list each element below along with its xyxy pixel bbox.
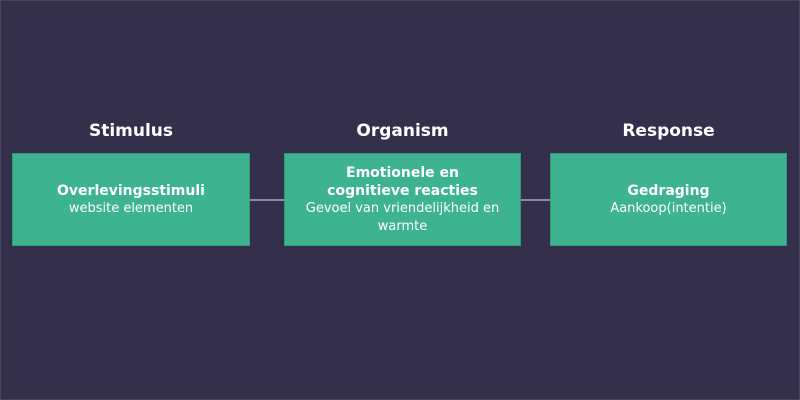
response-box-text: Aankoop(intentie)	[610, 200, 727, 216]
stimulus-box-text: website elementen	[68, 200, 194, 216]
response-box-title: Gedraging	[627, 182, 710, 199]
organism-heading: Organism	[356, 121, 449, 141]
response-heading: Response	[622, 121, 715, 141]
response-box: Gedraging Aankoop(intentie)	[550, 153, 787, 246]
stimulus-box-title: Overlevingsstimuli	[57, 182, 205, 199]
organism-box-title: Emotionele en cognitieve reacties	[327, 164, 478, 199]
stimulus-heading: Stimulus	[88, 121, 174, 141]
connector-organism-response	[521, 199, 550, 201]
organism-box: Emotionele en cognitieve reacties Gevoel…	[284, 153, 521, 246]
organism-box-text: Gevoel van vriendelijkheid en warmte	[305, 200, 500, 234]
stimulus-box: Overlevingsstimuli website elementen	[12, 153, 250, 246]
connector-stimulus-organism	[250, 199, 284, 201]
